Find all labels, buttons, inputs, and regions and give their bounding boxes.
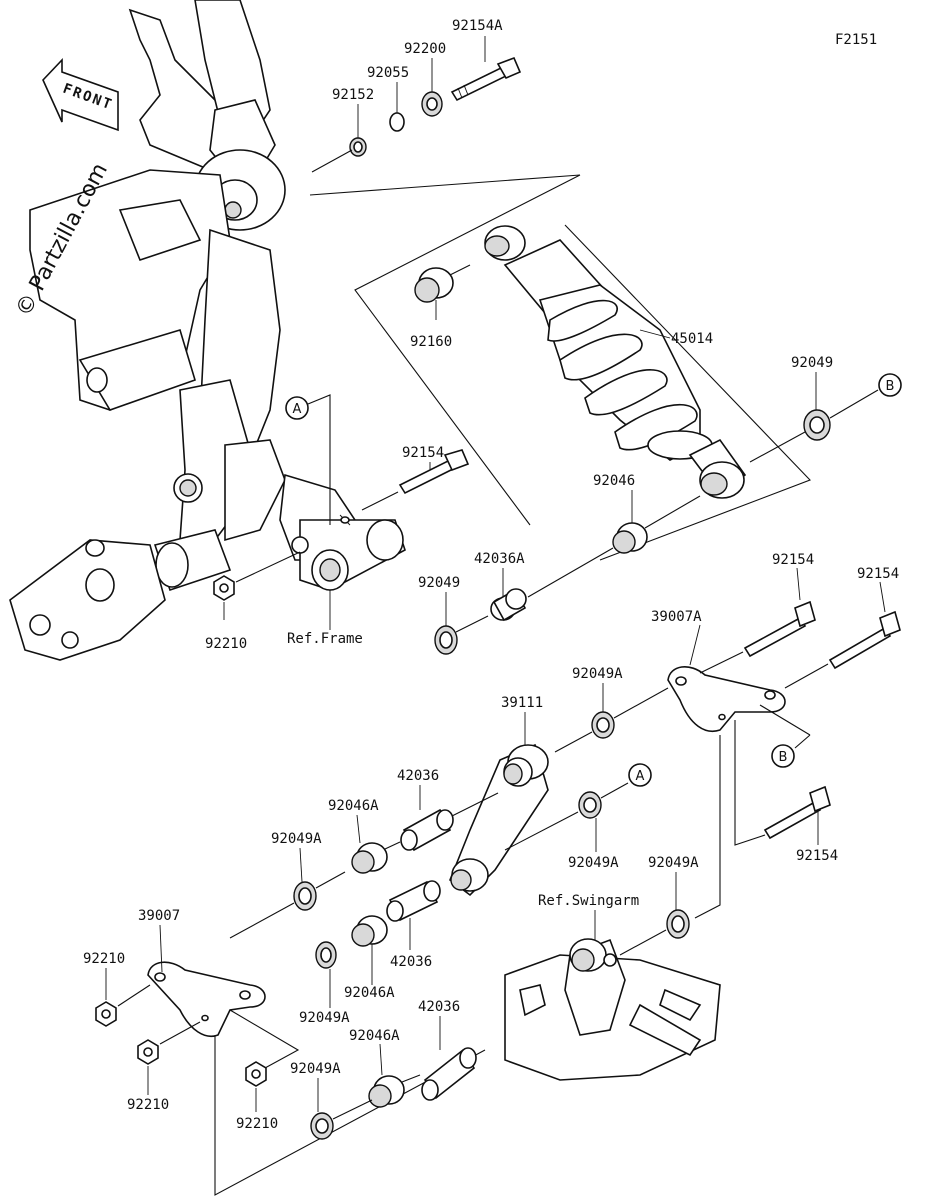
- label-92046A-1: 92046A: [328, 798, 379, 814]
- collar-42036-1: [400, 792, 499, 852]
- label-92154-right-2: 92154: [857, 566, 899, 582]
- bolt-92154-right-1: [699, 600, 816, 674]
- label-92049A-3: 92049A: [568, 855, 619, 871]
- collar-92049-mid: [434, 615, 489, 655]
- link-39111: [449, 743, 549, 897]
- label-42036-3: 42036: [418, 999, 460, 1015]
- svg-text:B: B: [779, 750, 788, 765]
- label-92049-mid: 92049: [418, 575, 460, 591]
- collar-92049A-5: [315, 941, 337, 969]
- svg-text:B: B: [886, 379, 895, 394]
- bolt-92154-right-2: [784, 610, 901, 689]
- collar-92152: [349, 137, 367, 157]
- label-92049A-6: 92049A: [290, 1061, 341, 1077]
- label-45014: 45014: [671, 331, 713, 347]
- bolt-92154A: [450, 56, 522, 102]
- collar-92049A-1: [554, 687, 669, 753]
- svg-text:A: A: [293, 402, 302, 417]
- bearing-92046A-1: [351, 841, 401, 874]
- plate-39007A: [667, 666, 786, 732]
- collar-42036-2: [386, 880, 441, 922]
- collar-92049A-4: [619, 909, 690, 956]
- callout-a-mid: A: [628, 763, 652, 787]
- label-92160: 92160: [410, 334, 452, 350]
- label-92055: 92055: [367, 65, 409, 81]
- washer-92200: [421, 91, 443, 117]
- label-ref-swingarm: Ref.Swingarm: [538, 893, 639, 909]
- label-39111: 39111: [501, 695, 543, 711]
- label-42036A: 42036A: [474, 551, 525, 567]
- label-92046A-2: 92046A: [344, 985, 395, 1001]
- svg-text:A: A: [636, 769, 645, 784]
- label-92046: 92046: [593, 473, 635, 489]
- label-92049A-2: 92049A: [271, 831, 322, 847]
- label-92154-upper: 92154: [402, 445, 444, 461]
- label-92046A-3: 92046A: [349, 1028, 400, 1044]
- label-92049A-5: 92049A: [299, 1010, 350, 1026]
- callout-a-top: A: [285, 394, 331, 525]
- label-92154-right-3: 92154: [796, 848, 838, 864]
- label-92210-1: 92210: [83, 951, 125, 967]
- bearing-92046: [527, 495, 701, 598]
- bolt-92154-upper: [361, 449, 470, 511]
- nut-92210-1: [95, 984, 151, 1027]
- collar-92049-top: [749, 389, 879, 463]
- leader-lines: [105, 36, 886, 1112]
- swingarm-drawing: [504, 938, 721, 1081]
- shock-absorber-45014: [309, 174, 811, 561]
- bearing-92046A-3: [368, 1074, 421, 1108]
- front-arrow-icon: FRONT: [42, 57, 119, 132]
- label-39007: 39007: [138, 908, 180, 924]
- plate-39007: [147, 961, 266, 1037]
- label-92154-right-1: 92154: [772, 552, 814, 568]
- label-39007A: 39007A: [651, 609, 702, 625]
- washer-92055: [389, 112, 405, 132]
- label-92200: 92200: [404, 41, 446, 57]
- label-92210-top: 92210: [205, 636, 247, 652]
- figure-code: F2151: [835, 32, 877, 48]
- bolt-92154-right-3: [763, 785, 831, 840]
- label-92154A: 92154A: [452, 18, 503, 34]
- label-42036-1: 42036: [397, 768, 439, 784]
- nut-92210-2: [137, 1021, 201, 1065]
- label-42036-2: 42036: [390, 954, 432, 970]
- collar-92049A-6: [310, 1099, 373, 1140]
- label-ref-frame: Ref.Frame: [287, 631, 363, 647]
- collar-42036-3: [421, 1047, 477, 1101]
- label-92210-2: 92210: [127, 1097, 169, 1113]
- bearing-92046A-2: [351, 915, 388, 947]
- collar-92160: [414, 264, 471, 303]
- label-92049A-1: 92049A: [572, 666, 623, 682]
- collar-92049A-3: [504, 782, 629, 851]
- nut-92210-top: [213, 551, 301, 601]
- part-labels: 92154A 92200 92055 92152 92160 45014 920…: [83, 18, 899, 1132]
- callout-b-mid: B: [771, 744, 795, 768]
- label-92049-top: 92049: [791, 355, 833, 371]
- callout-b-top: B: [878, 373, 902, 397]
- frame-drawing: [9, 0, 406, 661]
- label-92049A-4: 92049A: [648, 855, 699, 871]
- collar-92049A-2: [229, 871, 346, 939]
- collar-42036A: [490, 588, 527, 622]
- nut-92210-3: [245, 1061, 267, 1087]
- label-92152: 92152: [332, 87, 374, 103]
- label-92210-3: 92210: [236, 1116, 278, 1132]
